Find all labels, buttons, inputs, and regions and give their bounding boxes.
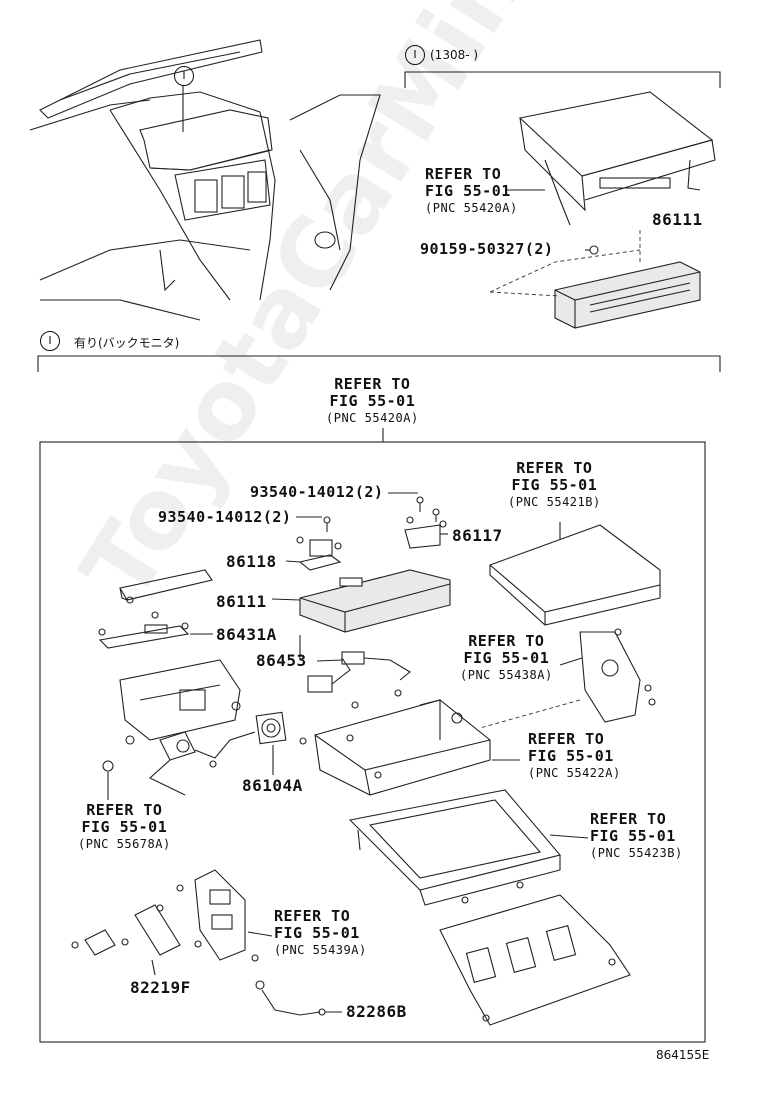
ref-housing-line1: REFER TO (528, 730, 605, 748)
main-variant-marker: I (40, 331, 60, 351)
dashboard-overview-drawing (29, 39, 381, 321)
ref-nut-line1: REFER TO (86, 801, 163, 819)
ref-lid-line3: (PNC 55421B) (508, 495, 601, 509)
top-part-screw: 90159-50327(2) (420, 240, 554, 258)
switch-base-drawing (176, 869, 273, 962)
lower-cover-drawing (439, 894, 631, 1026)
top-refer-label: REFER TO FIG 55-01 (PNC 55420A) (425, 166, 518, 217)
figure-code: 864155E (656, 1048, 710, 1062)
ref-lid-line1: REFER TO (516, 459, 593, 477)
ref-switch-base-55439A: REFER TO FIG 55-01 (PNC 55439A) (274, 908, 367, 959)
main-top-refer-line1: REFER TO (334, 375, 411, 393)
top-refer-line3: (PNC 55420A) (425, 201, 518, 215)
leader-lines (107, 492, 583, 800)
ref-housing-55422A: REFER TO FIG 55-01 (PNC 55422A) (528, 731, 621, 782)
housing-drawing (314, 699, 520, 796)
top-variant-bracket (404, 71, 721, 88)
speaker-drawing (255, 711, 307, 775)
bracket-drawings (285, 496, 448, 571)
part-86104A: 86104A (242, 776, 303, 795)
ref-nut-55678A: REFER TO FIG 55-01 (PNC 55678A) (78, 802, 171, 853)
camera-bracket-drawing (102, 659, 256, 796)
ref-frame-55423B: REFER TO FIG 55-01 (PNC 55423B) (590, 811, 683, 862)
top-part-86111: 86111 (652, 210, 703, 229)
main-variant-bracket (37, 355, 721, 1043)
ref-switch-base-line3: (PNC 55439A) (274, 943, 367, 957)
ref-switch-base-line2: FIG 55-01 (274, 924, 360, 942)
display-unit-drawing (271, 569, 451, 633)
ref-lid-line2: FIG 55-01 (511, 476, 598, 494)
ref-housing-line3: (PNC 55422A) (528, 766, 621, 780)
main-top-refer-line3: (PNC 55420A) (326, 411, 419, 425)
harness-drawing (307, 651, 411, 709)
top-variant-header: (1308- ) (430, 48, 479, 62)
part-82219F: 82219F (130, 978, 191, 997)
part-86431A: 86431A (216, 625, 277, 644)
part-82286B: 82286B (346, 1002, 407, 1021)
left-strip-drawings (98, 569, 213, 649)
part-screw-a: 93540-14012(2) (250, 483, 384, 501)
switch-panel-drawing (71, 904, 181, 976)
ref-side-line3: (PNC 55438A) (460, 668, 553, 682)
ref-switch-base-line1: REFER TO (274, 907, 351, 925)
ref-nut-line3: (PNC 55678A) (78, 837, 171, 851)
cable-drawing (255, 980, 342, 1016)
top-refer-line2: FIG 55-01 (425, 182, 511, 200)
ref-lid-55421B: REFER TO FIG 55-01 (PNC 55421B) (508, 460, 601, 511)
part-screw-b: 93540-14012(2) (158, 508, 292, 526)
part-86111: 86111 (216, 592, 267, 611)
top-display-assembly-drawing (489, 91, 716, 329)
side-cover-drawing (479, 628, 656, 729)
part-86453: 86453 (256, 651, 307, 670)
ref-housing-line2: FIG 55-01 (528, 747, 614, 765)
lid-panel-drawing (489, 522, 661, 626)
part-86117: 86117 (452, 526, 503, 545)
ref-side-line1: REFER TO (468, 632, 545, 650)
ref-frame-line3: (PNC 55423B) (590, 846, 683, 860)
top-refer-line1: REFER TO (425, 165, 502, 183)
main-top-refer-line2: FIG 55-01 (329, 392, 416, 410)
ref-side-line2: FIG 55-01 (463, 649, 550, 667)
main-top-refer-label: REFER TO FIG 55-01 (PNC 55420A) (326, 376, 419, 427)
ref-frame-line2: FIG 55-01 (590, 827, 676, 845)
top-variant-marker: I (405, 45, 425, 65)
overview-callout-marker: I (174, 66, 194, 86)
ref-frame-line1: REFER TO (590, 810, 667, 828)
frame-drawing (348, 789, 589, 906)
ref-side-cover-55438A: REFER TO FIG 55-01 (PNC 55438A) (460, 633, 553, 684)
main-variant-header: 有り(バックモニタ) (74, 336, 180, 350)
ref-nut-line2: FIG 55-01 (81, 818, 168, 836)
part-86118: 86118 (226, 552, 277, 571)
